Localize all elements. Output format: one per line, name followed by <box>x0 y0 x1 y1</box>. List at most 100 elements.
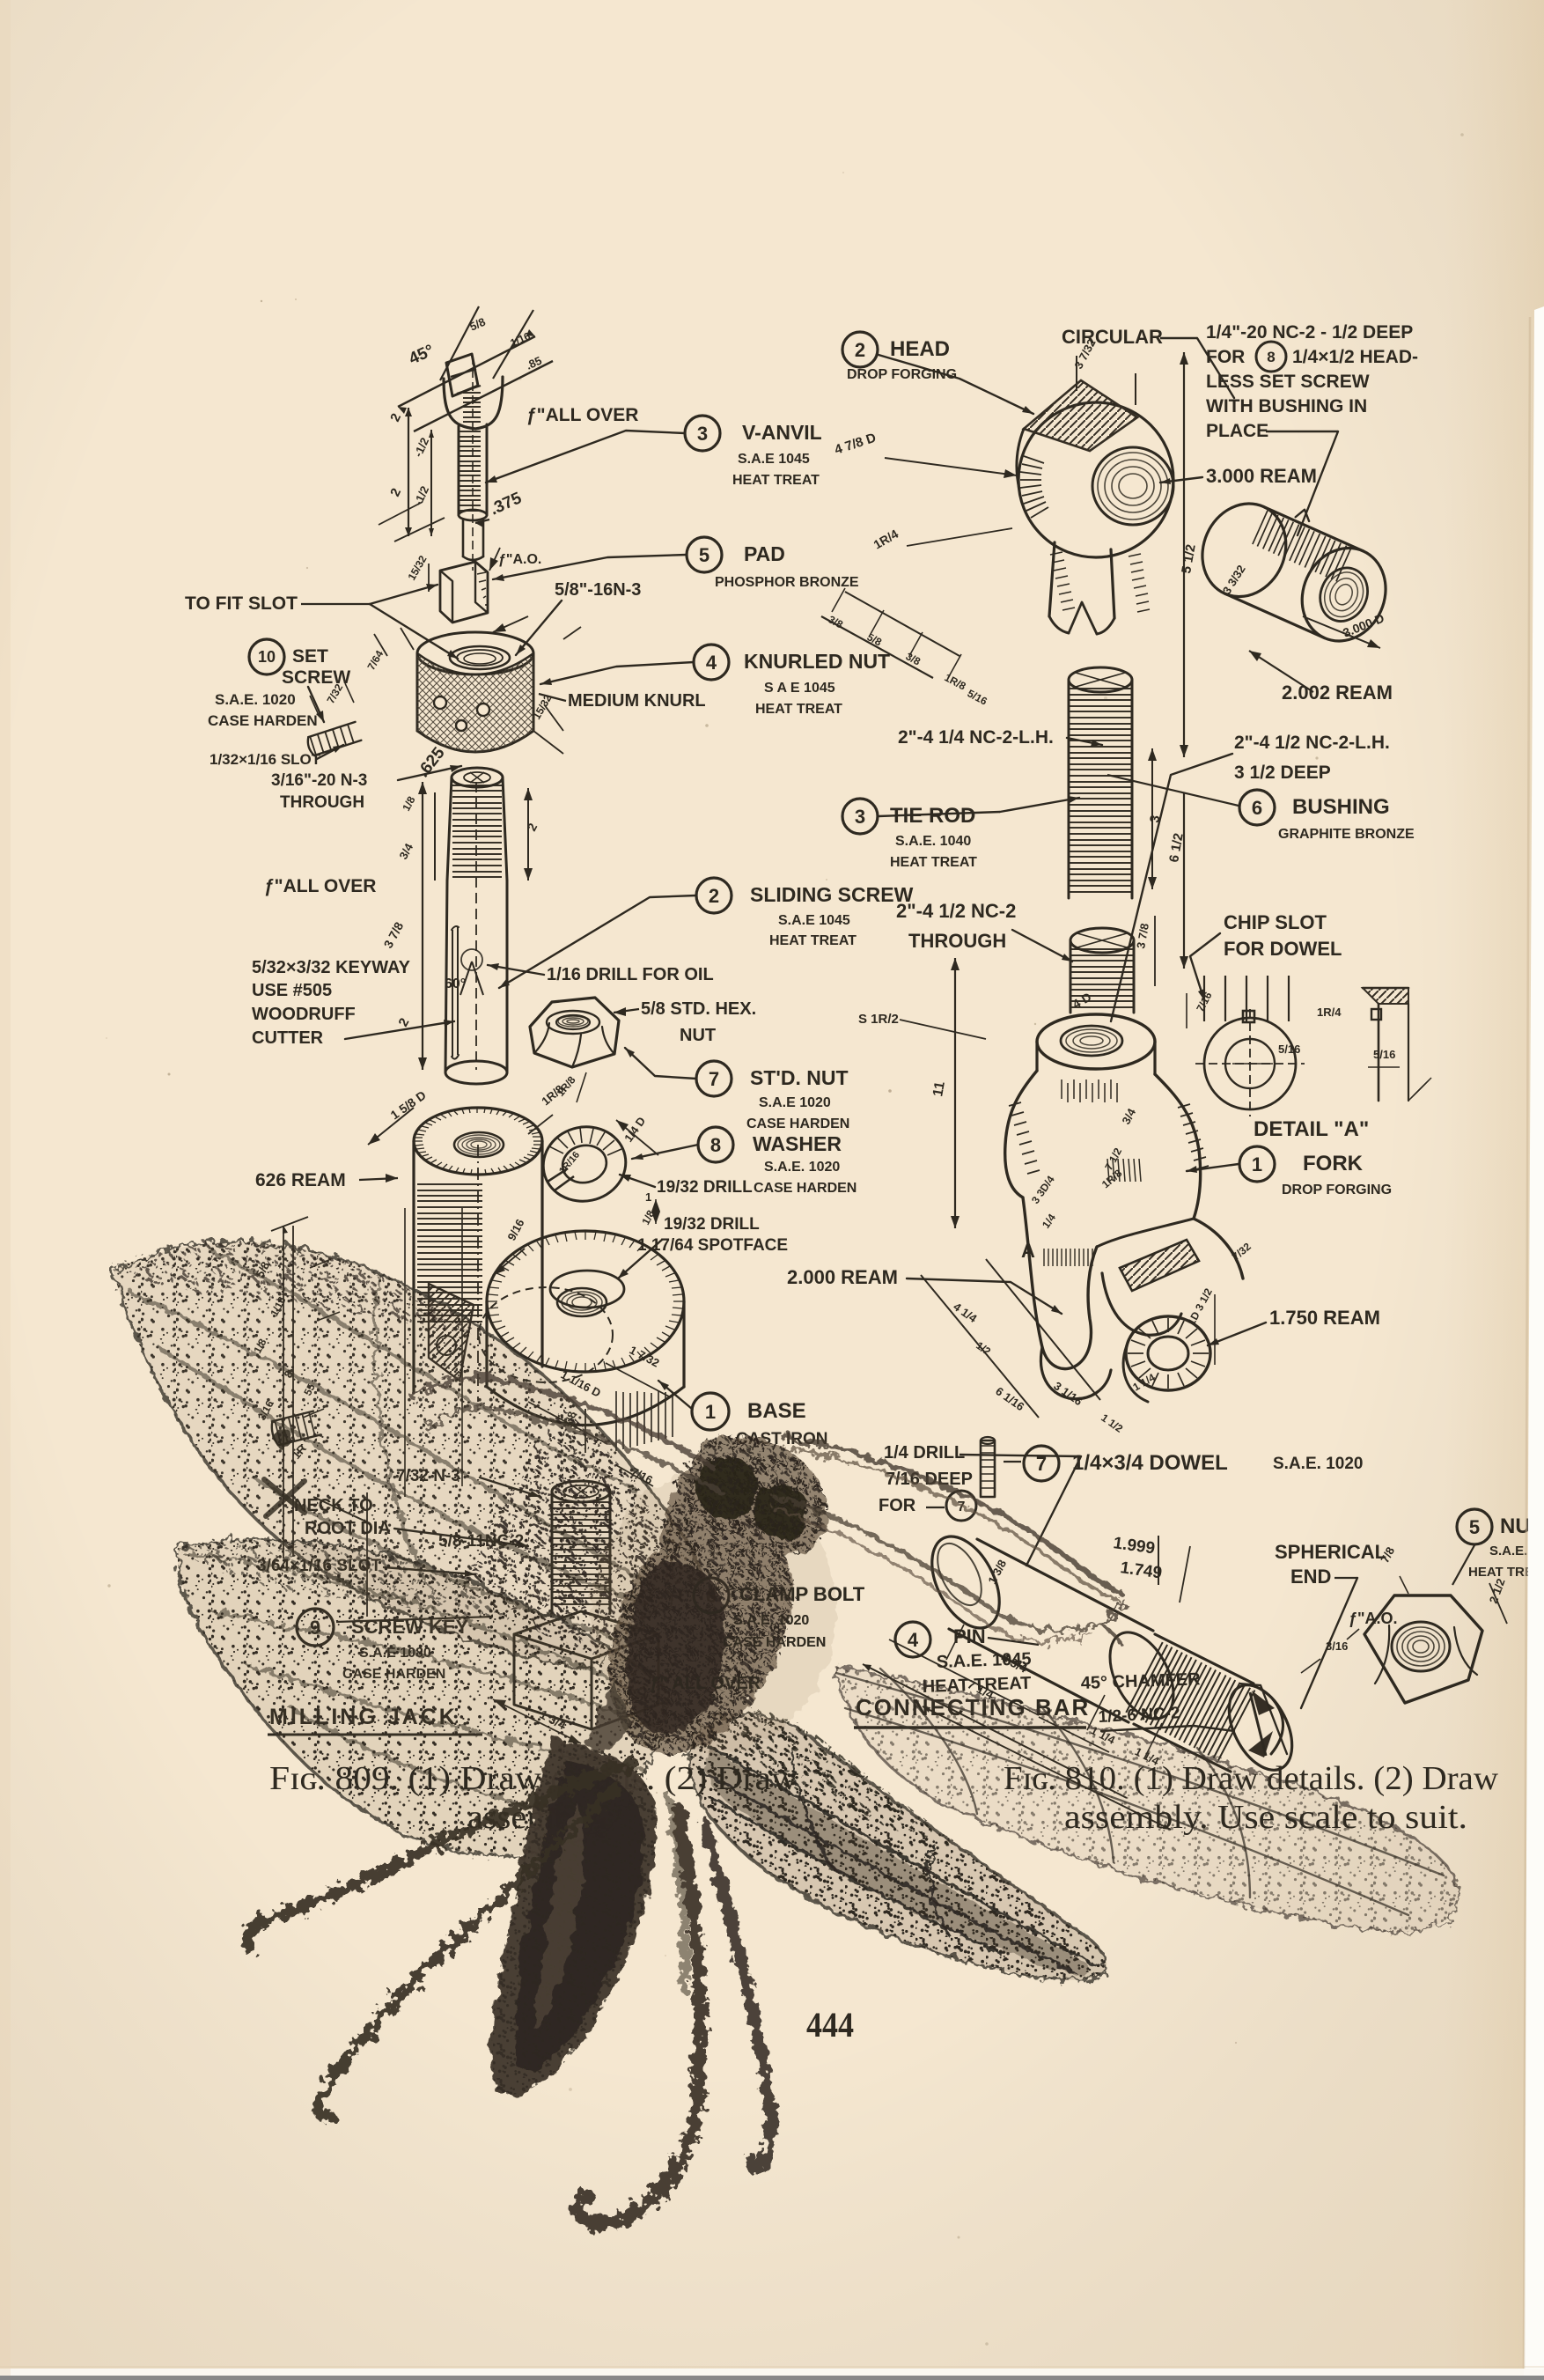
svg-text:5/32×3/32 KEYWAY: 5/32×3/32 KEYWAY <box>252 958 411 977</box>
svg-text:CASE HARDEN: CASE HARDEN <box>208 712 318 729</box>
svg-text:SPHERICAL: SPHERICAL <box>1275 1541 1386 1563</box>
svg-text:DROP FORGING: DROP FORGING <box>847 367 957 382</box>
svg-text:PIN: PIN <box>953 1625 986 1647</box>
svg-text:HEAT TREAT: HEAT TREAT <box>755 702 842 717</box>
svg-text:END: END <box>1290 1566 1331 1588</box>
svg-text:1: 1 <box>705 1401 716 1423</box>
svg-text:KNURLED NUT: KNURLED NUT <box>744 650 890 673</box>
svg-text:S.A.E 1045: S.A.E 1045 <box>738 452 810 467</box>
svg-text:2"-4 1/4 NC-2-L.H.: 2"-4 1/4 NC-2-L.H. <box>898 727 1054 748</box>
svg-text:CASE HARDEN: CASE HARDEN <box>746 1116 849 1131</box>
svg-text:FOR DOWEL: FOR DOWEL <box>1224 938 1342 960</box>
svg-text:S.A.E. 1020: S.A.E. 1020 <box>215 691 296 708</box>
svg-text:8: 8 <box>1267 349 1275 365</box>
svg-text:HEAT TREAT: HEAT TREAT <box>732 473 820 488</box>
svg-text:BASE: BASE <box>747 1399 806 1423</box>
svg-text:CLAMP BOLT: CLAMP BOLT <box>739 1583 865 1605</box>
svg-text:S.A.E. 1020: S.A.E. 1020 <box>1273 1455 1363 1473</box>
svg-text:6 1/2: 6 1/2 <box>1166 832 1187 864</box>
svg-text:1: 1 <box>645 1190 651 1204</box>
svg-text:444: 444 <box>806 2005 854 2045</box>
svg-text:DETAIL "A": DETAIL "A" <box>1254 1117 1369 1141</box>
svg-text:TO FIT SLOT: TO FIT SLOT <box>185 593 298 614</box>
svg-text:GRAPHITE BRONZE: GRAPHITE BRONZE <box>1278 827 1415 842</box>
svg-text:7: 7 <box>1036 1453 1047 1475</box>
svg-text:1/4"-20 NC-2 - 1/2 DEEP: 1/4"-20 NC-2 - 1/2 DEEP <box>1206 322 1413 343</box>
svg-text:HEAD: HEAD <box>890 337 950 361</box>
svg-text:6: 6 <box>1252 797 1262 819</box>
svg-text:1R/4: 1R/4 <box>1317 1006 1342 1019</box>
svg-text:5: 5 <box>699 544 710 566</box>
svg-text:WOODRUFF: WOODRUFF <box>252 1005 356 1024</box>
svg-text:S.A.E. 1040: S.A.E. 1040 <box>895 834 971 849</box>
svg-text:FORK: FORK <box>1303 1152 1364 1175</box>
svg-text:S.A.E. 1020: S.A.E. 1020 <box>764 1160 840 1175</box>
svg-text:1/32×1/16 SLOT: 1/32×1/16 SLOT <box>210 751 321 768</box>
svg-text:3/16: 3/16 <box>1326 1639 1348 1653</box>
svg-text:S 1R/2: S 1R/2 <box>858 1012 899 1027</box>
svg-text:3 1/2 DEEP: 3 1/2 DEEP <box>1234 763 1331 783</box>
svg-text:.85: .85 <box>524 354 544 372</box>
svg-text:SLIDING SCREW: SLIDING SCREW <box>750 883 914 906</box>
svg-text:7: 7 <box>709 1068 719 1090</box>
svg-text:THROUGH: THROUGH <box>280 793 364 812</box>
svg-text:1/4×1/2 HEAD-: 1/4×1/2 HEAD- <box>1292 347 1418 367</box>
svg-text:5/8"-16N-3: 5/8"-16N-3 <box>555 580 641 600</box>
svg-text:1.750 REAM: 1.750 REAM <box>1269 1307 1380 1329</box>
svg-text:S.A.E 1020: S.A.E 1020 <box>759 1095 831 1110</box>
svg-text:HEAT TREAT: HEAT TREAT <box>769 933 857 948</box>
svg-text:WASHER: WASHER <box>753 1132 842 1155</box>
svg-text:NUT: NUT <box>680 1026 716 1045</box>
svg-text:5/16: 5/16 <box>1373 1048 1395 1061</box>
svg-text:19/32 DRILL: 19/32 DRILL <box>664 1215 760 1234</box>
svg-text:SET: SET <box>292 646 328 667</box>
svg-text:5 1/2: 5 1/2 <box>1179 543 1199 575</box>
svg-text:8: 8 <box>710 1134 721 1156</box>
svg-text:S.A.E. 1020: S.A.E. 1020 <box>733 1613 809 1628</box>
svg-text:S A E 1045: S A E 1045 <box>764 681 835 696</box>
svg-text:ƒ"ALL OVER: ƒ"ALL OVER <box>264 876 376 896</box>
svg-text:BUSHING: BUSHING <box>1292 795 1390 819</box>
svg-text:CASE HARDEN: CASE HARDEN <box>754 1181 857 1196</box>
svg-text:USE #505: USE #505 <box>252 981 332 1000</box>
svg-text:PAD: PAD <box>744 542 785 565</box>
svg-text:2.002 REAM: 2.002 REAM <box>1282 682 1393 704</box>
svg-text:11: 11 <box>930 1080 948 1098</box>
svg-text:3.000 REAM: 3.000 REAM <box>1206 465 1317 487</box>
svg-text:1/4×3/4 DOWEL: 1/4×3/4 DOWEL <box>1072 1451 1228 1475</box>
svg-text:Fɪɢ. 809. (1) Draw details.: Fɪɢ. 809. (1) Draw details. (2) Draw <box>269 1760 798 1797</box>
svg-text:SCREW: SCREW <box>282 667 350 688</box>
svg-text:3: 3 <box>1147 814 1163 824</box>
svg-text:LESS SET SCREW: LESS SET SCREW <box>1206 372 1370 392</box>
svg-text:WITH BUSHING IN: WITH BUSHING IN <box>1206 396 1367 416</box>
svg-text:4: 4 <box>706 652 717 674</box>
svg-text:ƒ" ALL OVER: ƒ" ALL OVER <box>650 1674 761 1693</box>
svg-text:A: A <box>1021 1240 1035 1262</box>
svg-text:45° CHAMFER: 45° CHAMFER <box>1080 1669 1201 1693</box>
svg-text:PLACE: PLACE <box>1206 421 1268 441</box>
svg-text:CHIP SLOT: CHIP SLOT <box>1224 911 1327 933</box>
svg-text:S.A.E 1045: S.A.E 1045 <box>778 913 850 928</box>
svg-text:assembly. Use scale to suit.: assembly. Use scale to suit. <box>1064 1799 1467 1836</box>
svg-text:CUTTER: CUTTER <box>252 1028 324 1048</box>
svg-text:60°: 60° <box>445 976 466 991</box>
svg-text:2: 2 <box>709 885 719 907</box>
svg-text:5: 5 <box>1469 1516 1480 1538</box>
svg-text:S.A.E. 1045: S.A.E. 1045 <box>936 1649 1032 1672</box>
svg-text:3: 3 <box>855 806 865 828</box>
svg-text:3 7/8: 3 7/8 <box>1134 922 1151 949</box>
svg-text:626 REAM: 626 REAM <box>255 1170 346 1190</box>
svg-text:CIRCULAR: CIRCULAR <box>1062 326 1163 348</box>
svg-text:FOR: FOR <box>1206 347 1245 367</box>
svg-text:1: 1 <box>1252 1153 1262 1175</box>
svg-text:FOR: FOR <box>879 1496 916 1515</box>
svg-text:HEAT TREAT: HEAT TREAT <box>890 855 977 870</box>
svg-text:2.000 REAM: 2.000 REAM <box>787 1266 898 1288</box>
svg-text:19/32 DRILL: 19/32 DRILL <box>657 1178 753 1197</box>
svg-text:DROP FORGING: DROP FORGING <box>1282 1183 1392 1197</box>
svg-text:1/16 DRILL FOR OIL: 1/16 DRILL FOR OIL <box>547 965 714 984</box>
svg-text:3: 3 <box>697 423 708 445</box>
svg-text:THROUGH: THROUGH <box>908 930 1006 952</box>
svg-text:1/4 DRILL: 1/4 DRILL <box>884 1443 965 1463</box>
svg-text:7/8: 7/8 <box>1378 1544 1397 1565</box>
